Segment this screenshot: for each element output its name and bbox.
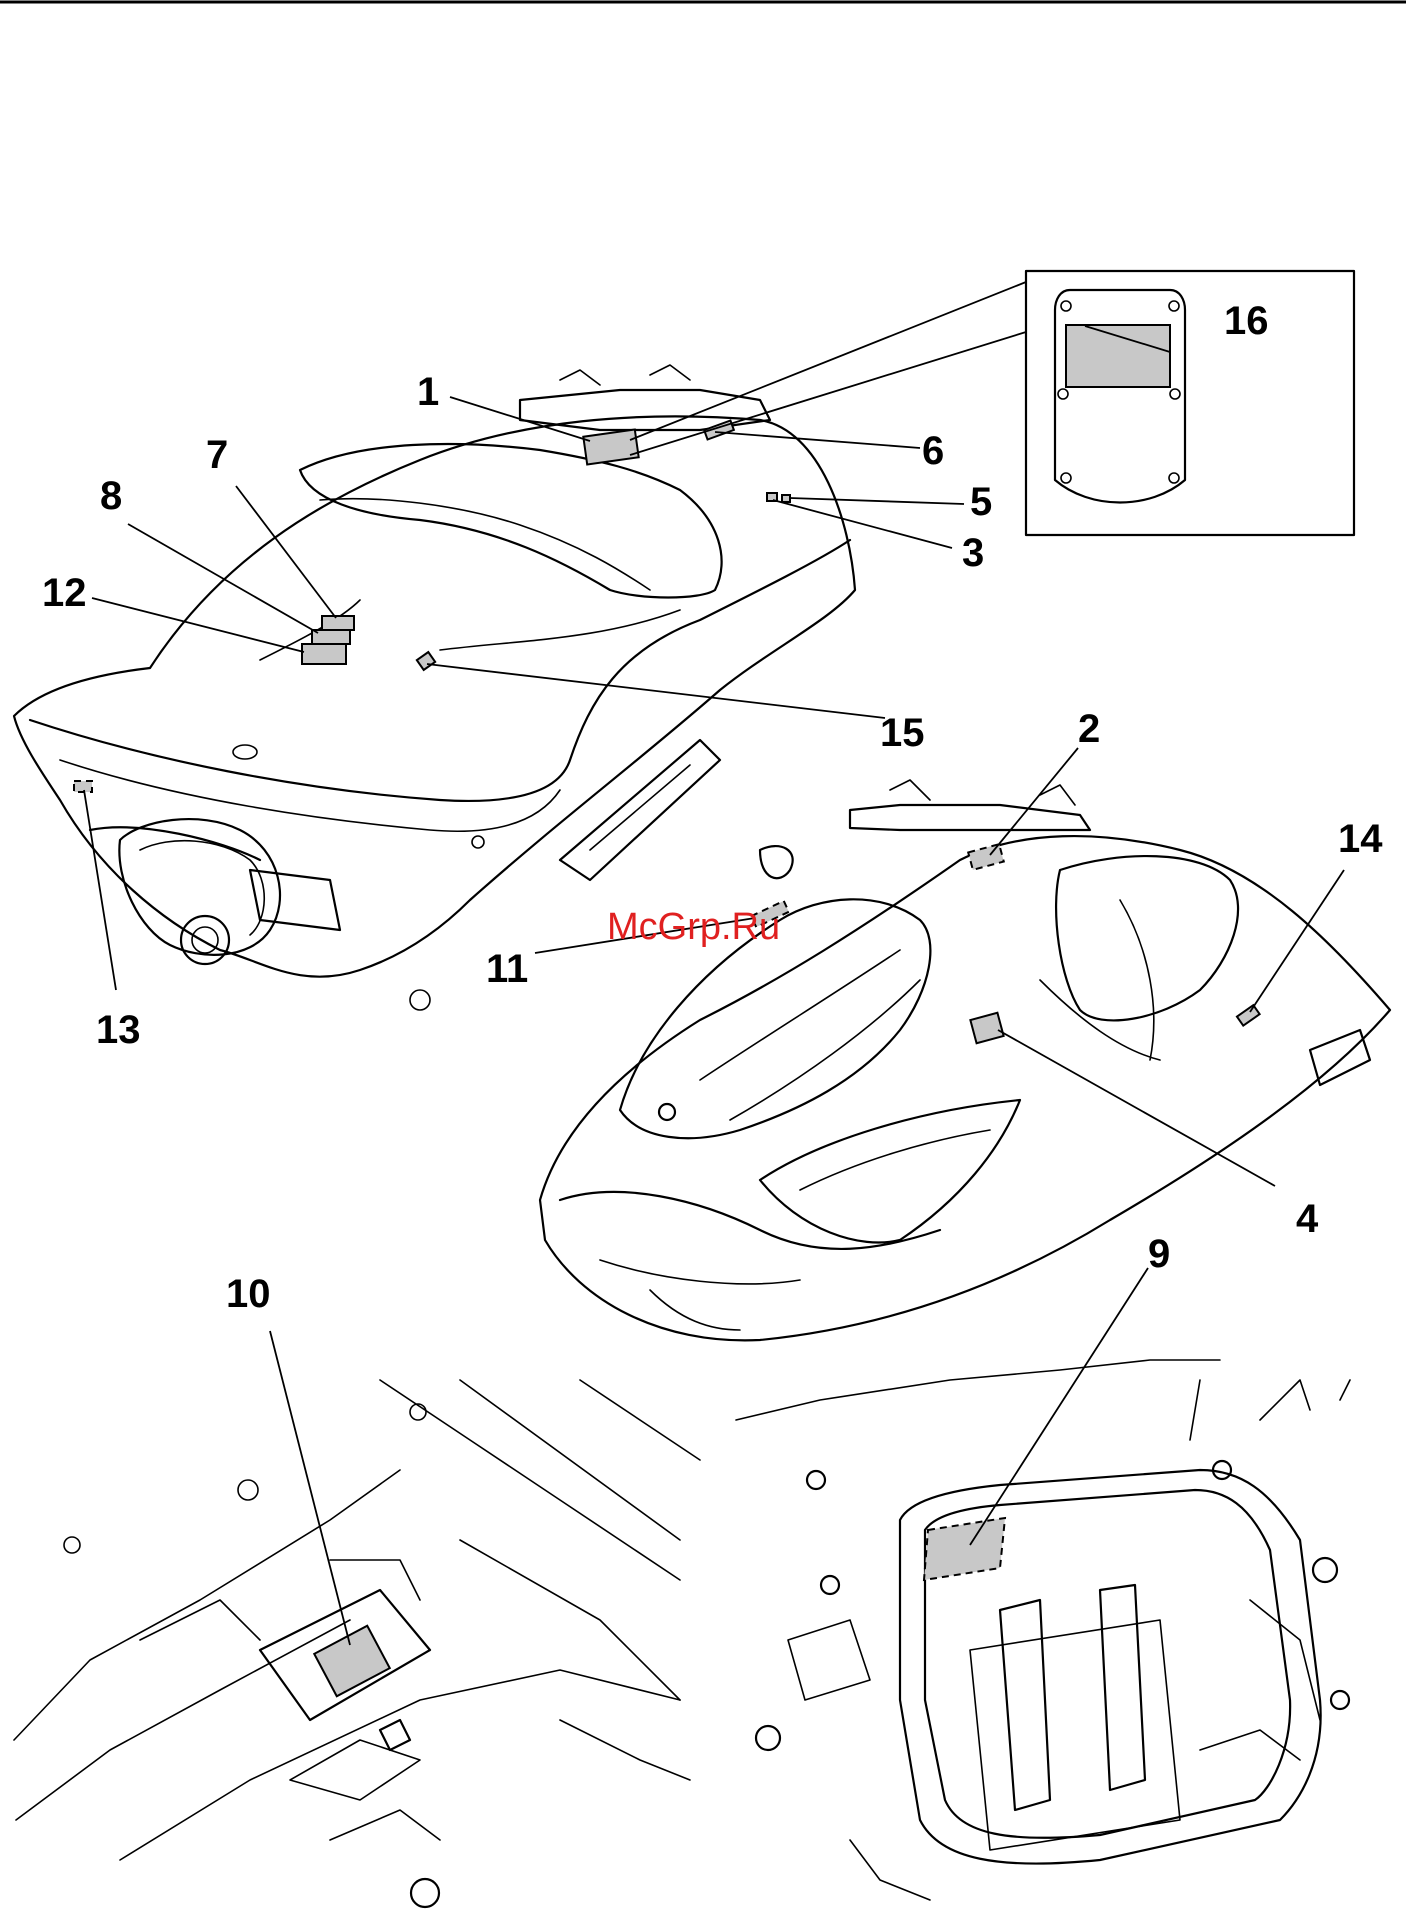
callout-14: 14 — [1338, 817, 1383, 861]
engine-compartment-view — [14, 1380, 700, 1907]
decal-1 — [583, 430, 638, 465]
decal-10 — [314, 1626, 390, 1697]
callout-3: 3 — [962, 531, 984, 575]
decal-12 — [302, 644, 346, 664]
callout-5: 5 — [970, 480, 992, 524]
callout-10: 10 — [226, 1272, 271, 1316]
decal-16 — [1066, 325, 1170, 387]
callout-11: 11 — [486, 947, 528, 991]
decal-5 — [782, 495, 790, 502]
callout-15: 15 — [880, 711, 925, 755]
callout-12: 12 — [42, 571, 87, 615]
decal-4 — [970, 1013, 1003, 1043]
callout-4: 4 — [1296, 1197, 1319, 1241]
battery-compartment-view — [736, 1360, 1350, 1900]
callout-2: 2 — [1078, 707, 1100, 751]
callout-1: 1 — [417, 370, 439, 414]
callout-6: 6 — [922, 429, 944, 473]
callout-13: 13 — [96, 1008, 141, 1052]
decal-13 — [74, 781, 92, 792]
decal-2 — [968, 844, 1004, 870]
watermark: McGrp.Ru — [607, 906, 780, 948]
callout-8: 8 — [100, 474, 122, 518]
callout-16: 16 — [1224, 299, 1269, 343]
leader-lines — [84, 326, 1344, 1645]
front-view-watercraft — [540, 780, 1390, 1340]
decal-9 — [924, 1518, 1005, 1580]
callout-7: 7 — [206, 433, 228, 477]
decal-7 — [322, 616, 354, 630]
callout-9: 9 — [1148, 1232, 1170, 1276]
decal-14 — [1237, 1005, 1260, 1025]
decal-15 — [417, 652, 435, 670]
